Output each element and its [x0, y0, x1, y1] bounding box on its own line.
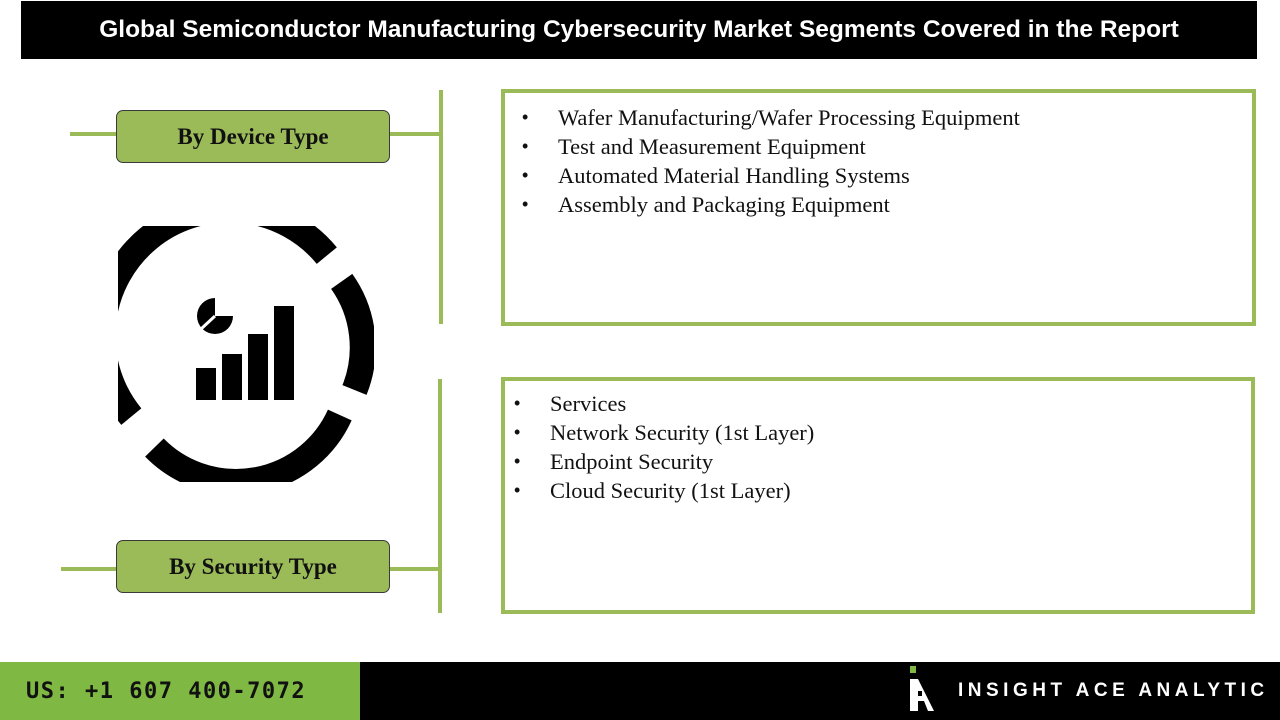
segment-box-device-type: •Wafer Manufacturing/Wafer Processing Eq…: [501, 89, 1256, 326]
bracket-line-security: [438, 379, 442, 613]
insight-ace-logo-icon: [909, 665, 935, 711]
brand-name: INSIGHT ACE ANALYTIC: [958, 680, 1269, 701]
list-item: •Endpoint Security: [514, 449, 714, 474]
analytics-chart-icon: [89, 196, 376, 495]
list-item: •Network Security (1st Layer): [514, 420, 815, 445]
list-item: •Services: [514, 391, 627, 416]
footer-brand: INSIGHT ACE ANALYTIC: [360, 662, 1280, 720]
segment-label-device-type: By Device Type: [116, 110, 390, 163]
title-bar: Global Semiconductor Manufacturing Cyber…: [21, 1, 1257, 59]
segment-label-text: By Device Type: [177, 123, 329, 149]
list-item: •Wafer Manufacturing/Wafer Processing Eq…: [522, 105, 1020, 130]
phone-number: US: +1 607 400-7072: [26, 678, 307, 704]
list-item: •Assembly and Packaging Equipment: [522, 192, 890, 217]
segment-label-text: By Security Type: [169, 553, 337, 579]
bracket-line-device: [439, 90, 443, 324]
segment-list-security-type: •Services •Network Security (1st Layer) …: [505, 381, 1251, 505]
connector-left-security: [61, 567, 120, 571]
list-item: •Test and Measurement Equipment: [522, 134, 866, 159]
page-title: Global Semiconductor Manufacturing Cyber…: [99, 16, 1179, 43]
connector-left-device: [70, 132, 120, 136]
footer-contact: US: +1 607 400-7072: [0, 662, 360, 720]
segment-box-security-type: •Services •Network Security (1st Layer) …: [501, 377, 1255, 614]
connector-right-security: [390, 567, 442, 571]
segment-list-device-type: •Wafer Manufacturing/Wafer Processing Eq…: [505, 93, 1252, 219]
list-item: •Automated Material Handling Systems: [522, 163, 910, 188]
list-item: •Cloud Security (1st Layer): [514, 478, 791, 503]
connector-right-device: [390, 132, 442, 136]
segment-label-security-type: By Security Type: [116, 540, 390, 593]
